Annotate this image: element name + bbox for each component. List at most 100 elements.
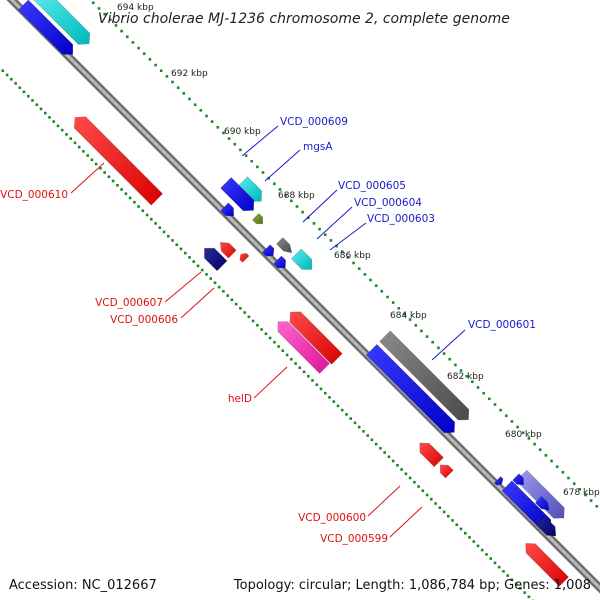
- gene-label[interactable]: VCD_000607: [95, 297, 163, 309]
- gene-label[interactable]: VCD_000600: [298, 512, 366, 524]
- tick-mark: [31, 99, 34, 102]
- tick-mark: [324, 233, 327, 237]
- tick-mark: [182, 92, 186, 95]
- gene-label[interactable]: VCD_000604: [354, 197, 422, 209]
- tick-mark: [514, 582, 518, 586]
- tick-mark: [176, 86, 180, 89]
- tick-mark: [476, 544, 480, 548]
- gene-feature: [493, 476, 504, 486]
- gene-label[interactable]: VCD_000610: [0, 189, 68, 201]
- tick-mark: [332, 400, 336, 403]
- tick-mark: [510, 578, 514, 582]
- gene-label[interactable]: helD: [228, 393, 252, 405]
- tick-mark: [482, 391, 485, 395]
- tick-mark: [226, 294, 229, 297]
- tick-mark: [250, 159, 253, 163]
- tick-mark: [363, 273, 367, 276]
- tick-mark: [44, 111, 47, 115]
- tick-mark: [459, 369, 463, 372]
- tick-mark: [94, 162, 98, 166]
- tick-mark: [301, 210, 304, 214]
- tick-mark: [290, 199, 293, 203]
- tick-mark: [284, 193, 287, 197]
- tick-mark: [404, 472, 408, 476]
- gene-feature: [439, 464, 454, 479]
- gene-label[interactable]: VCD_000605: [338, 180, 406, 192]
- gene-feature: [220, 177, 255, 212]
- tick-mark: [60, 128, 64, 132]
- tick-mark: [251, 319, 255, 323]
- tick-mark: [205, 273, 208, 276]
- scale-label: 684 kbp: [390, 311, 427, 321]
- gene-feature: [290, 248, 313, 270]
- tick-mark: [171, 239, 174, 242]
- tick-mark: [397, 307, 401, 310]
- gene-label[interactable]: VCD_000606: [110, 314, 178, 326]
- tick-mark: [73, 141, 77, 145]
- tick-mark: [230, 298, 234, 302]
- tick-mark: [489, 557, 492, 560]
- tick-mark: [22, 90, 26, 94]
- tick-mark: [268, 336, 272, 340]
- scale-label: 688 kbp: [278, 191, 315, 201]
- tick-mark: [374, 442, 378, 446]
- tick-mark: [340, 408, 344, 412]
- tick-mark: [10, 77, 13, 81]
- tick-mark: [480, 548, 484, 552]
- tick-mark: [497, 565, 501, 569]
- gene-feature: [289, 311, 343, 365]
- tick-mark: [97, 7, 101, 10]
- tick-mark: [179, 247, 183, 251]
- tick-mark: [137, 205, 140, 208]
- tick-mark: [92, 1, 95, 5]
- tick-mark: [438, 506, 442, 509]
- tick-mark: [159, 69, 163, 72]
- gene-feature: [219, 241, 237, 259]
- scale-label: 686 kbp: [334, 251, 371, 261]
- tick-mark: [175, 243, 179, 246]
- gene-feature: [273, 255, 287, 269]
- tick-mark: [561, 471, 565, 474]
- gene-feature: [239, 252, 250, 263]
- tick-mark: [488, 397, 491, 401]
- label-leader-line: [329, 222, 367, 251]
- gene-feature: [512, 473, 524, 486]
- tick-mark: [425, 493, 429, 497]
- tick-mark: [285, 353, 289, 357]
- tick-mark: [413, 480, 416, 484]
- tick-mark: [527, 595, 531, 599]
- tick-mark: [278, 188, 282, 191]
- tick-mark: [516, 425, 519, 429]
- tick-mark: [527, 437, 531, 440]
- tick-mark: [86, 154, 89, 157]
- tick-mark: [555, 465, 559, 468]
- tick-mark: [499, 408, 502, 412]
- map-title: Vibrio cholerae MJ-1236 chromosome 2, co…: [98, 11, 510, 27]
- gene-label[interactable]: VCD_000603: [367, 213, 435, 225]
- gene-label[interactable]: VCD_000609: [280, 116, 348, 128]
- tick-mark: [455, 523, 459, 526]
- tick-mark: [506, 574, 509, 577]
- tick-mark: [451, 519, 454, 522]
- tick-mark: [335, 244, 338, 248]
- gene-label[interactable]: VCD_000599: [320, 533, 388, 545]
- tick-mark: [400, 468, 403, 471]
- tick-mark: [380, 290, 384, 293]
- gene-label[interactable]: mgsA: [303, 141, 333, 153]
- tick-mark: [485, 553, 488, 556]
- tick-mark: [131, 41, 135, 44]
- tick-mark: [420, 329, 423, 333]
- tick-mark: [196, 264, 200, 268]
- tick-mark: [234, 302, 238, 306]
- tick-mark: [589, 499, 593, 502]
- tick-mark: [162, 230, 166, 234]
- label-leader-line: [164, 271, 202, 303]
- tick-mark: [346, 256, 350, 259]
- gene-label[interactable]: VCD_000601: [468, 319, 536, 331]
- tick-mark: [213, 281, 217, 285]
- tick-mark: [200, 268, 204, 272]
- tick-mark: [572, 482, 576, 485]
- tick-mark: [345, 413, 348, 416]
- tick-mark: [256, 324, 259, 327]
- scale-label: 682 kbp: [447, 372, 484, 382]
